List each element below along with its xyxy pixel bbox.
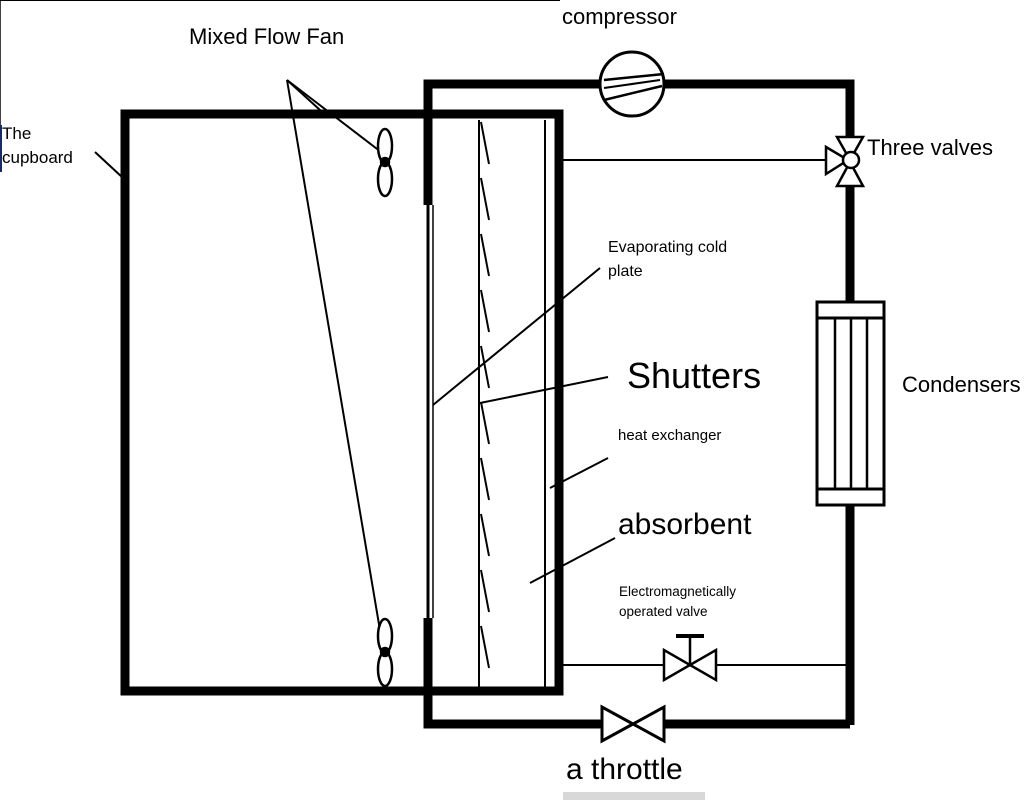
leader-cupboard — [94, 151, 124, 179]
leader-absorbent — [529, 537, 616, 584]
condenser-symbol — [815, 300, 886, 507]
leader-shutters — [479, 376, 609, 404]
absorbent-label: absorbent — [618, 508, 752, 541]
cupboard-label-line2: cupboard — [2, 148, 73, 167]
mixed-flow-fan-label: Mixed Flow Fan — [189, 24, 345, 49]
shutter-slat — [480, 233, 490, 277]
condensers-label: Condensers — [902, 372, 1021, 397]
shutter-slat — [480, 177, 490, 221]
circuit-top-left — [423, 79, 600, 205]
shutter-slat — [480, 513, 490, 557]
circuit-top-right — [664, 79, 855, 137]
heat-exchanger-label: heat exchanger — [618, 427, 722, 444]
leader-heat-exchanger — [549, 457, 609, 489]
electromagnetic-valve-label-line2: operated valve — [619, 604, 708, 619]
mixed-flow-fan-bottom — [376, 617, 394, 688]
electromagnetic-valve-symbol — [662, 634, 718, 683]
compressor-label: compressor — [562, 4, 677, 29]
three-way-valve-symbol — [824, 135, 866, 188]
shutters-label: Shutters — [627, 355, 762, 396]
leader-fan-split — [286, 79, 321, 111]
leader-evaporating — [432, 267, 601, 406]
shutter-slats — [480, 121, 490, 669]
shutter-slat — [480, 457, 490, 501]
compressor-symbol — [598, 50, 666, 118]
leader-fan-top — [286, 79, 386, 156]
shutter-slat — [480, 625, 490, 669]
throttle-valve-symbol — [600, 704, 666, 744]
leader-fan-bottom — [286, 79, 384, 649]
shutter-slat — [480, 569, 490, 613]
evaporating-label-line1: Evaporating cold — [608, 239, 728, 256]
throttle-label: a throttle — [566, 753, 683, 786]
shutter-slat — [480, 121, 490, 165]
shutter-slat — [480, 401, 490, 445]
mixed-flow-fan-top — [376, 127, 394, 198]
cupboard-label-line1: The — [2, 124, 32, 143]
electromagnetic-valve-label-line1: Electromagnetically — [619, 584, 737, 599]
shutter-slat — [480, 289, 490, 333]
circuit-bottom-left — [423, 618, 602, 729]
three-valves-label: Three valves — [867, 135, 993, 160]
throttle-underbar — [563, 792, 705, 800]
shutter-slat — [480, 345, 490, 389]
evaporating-label-line2: plate — [608, 263, 643, 280]
cupboard-box — [120, 109, 564, 696]
